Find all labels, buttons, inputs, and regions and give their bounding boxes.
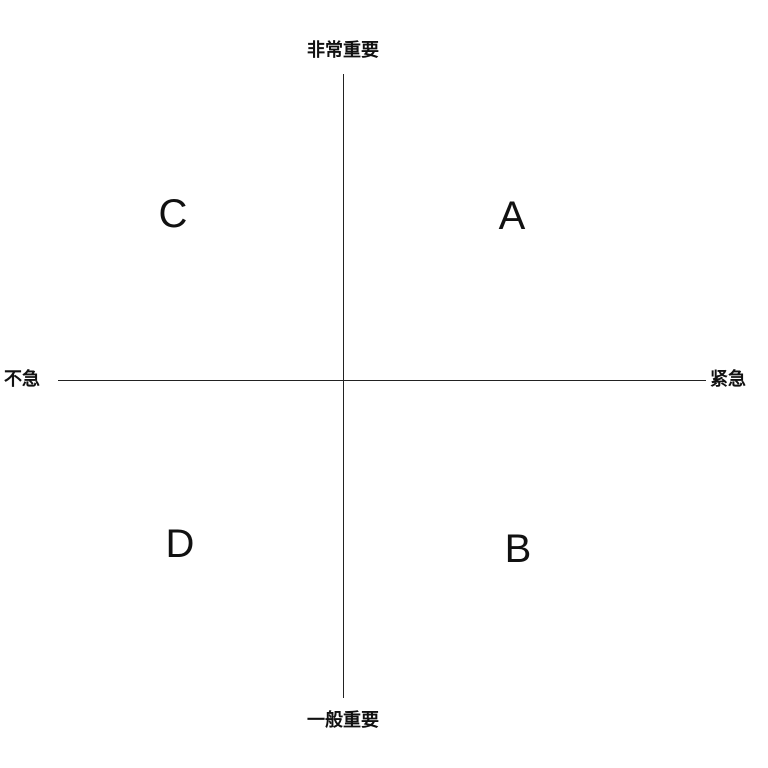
axis-label-left: 不急 <box>4 369 40 390</box>
axis-label-right: 紧急 <box>710 369 746 390</box>
quadrant-b-label: B <box>504 527 532 571</box>
quadrant-d-label: D <box>165 522 195 566</box>
quadrant-c-label: C <box>158 192 188 236</box>
axis-label-bottom: 一般重要 <box>307 710 379 731</box>
quadrant-a-label: A <box>498 194 526 238</box>
axis-label-top: 非常重要 <box>307 40 379 61</box>
vertical-axis-line <box>343 74 344 698</box>
horizontal-axis-line <box>58 380 706 381</box>
